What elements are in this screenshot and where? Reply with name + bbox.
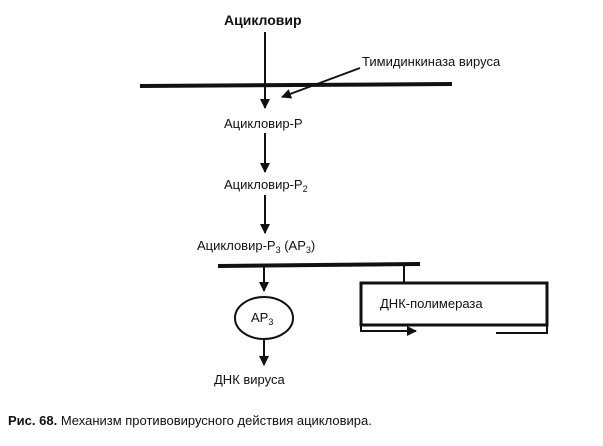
polymerase-bar <box>217 262 421 268</box>
step2-sub: 2 <box>302 184 308 194</box>
polymerase-box <box>359 281 549 327</box>
caption-text: Механизм противовирусного действия ацикл… <box>57 413 372 428</box>
ap3-label: АР3 <box>251 310 274 327</box>
polymerase-right-return <box>496 325 548 334</box>
step3-paren-sub: 3 <box>305 245 311 255</box>
step2-label: Ацикловир-Р2 <box>224 177 308 194</box>
ap3-ellipse <box>234 296 294 340</box>
step3-paren-open: (АР <box>280 238 306 253</box>
step3-text: Ацикловир-Р <box>197 238 276 253</box>
figure-caption: Рис. 68. Механизм противовирусного дейст… <box>8 413 372 428</box>
step2-text: Ацикловир-Р <box>224 177 303 192</box>
step3-paren-close: ) <box>310 238 316 253</box>
product-label: ДНК вируса <box>214 372 285 387</box>
polymerase-return-arrow <box>360 325 417 336</box>
caption-number: Рис. 68. <box>8 413 58 428</box>
enzyme-arrow <box>281 67 361 99</box>
step3-label: Ацикловир-Р3 (АР3) <box>197 238 316 255</box>
ap3-sub: 3 <box>268 317 274 327</box>
step3-sub: 3 <box>275 245 281 255</box>
title-acyclovir: Ацикловир <box>224 12 302 28</box>
ap3-text: АР <box>251 310 269 325</box>
step1-label: Ацикловир-Р <box>224 116 303 131</box>
membrane-line <box>139 82 453 88</box>
polymerase-label: ДНК-полимераза <box>380 296 483 311</box>
enzyme-label: Тимидинкиназа вируса <box>362 54 501 69</box>
